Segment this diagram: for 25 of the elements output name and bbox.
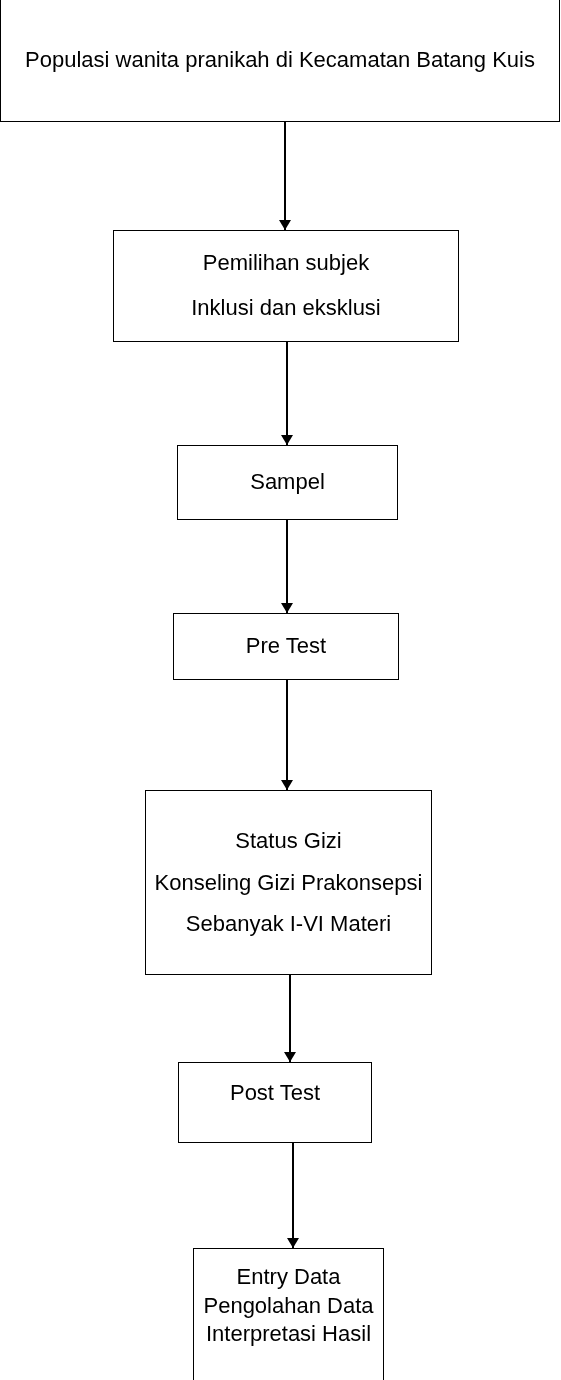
process-box <box>145 790 432 975</box>
process-box <box>0 0 560 122</box>
arrow <box>284 974 296 1063</box>
arrow <box>281 519 293 614</box>
box-text: Post Test <box>229 1079 321 1107</box>
box-text: Pre Test <box>245 632 327 661</box>
arrow <box>279 121 291 231</box>
process-box <box>177 445 398 520</box>
box-text: Pemilihan subjek <box>202 249 370 278</box>
process-box <box>178 1062 372 1143</box>
box-text: Status Gizi <box>235 827 342 855</box>
box-text: Sebanyak I-VI Materi <box>185 910 392 938</box>
box-text: Inklusi dan eksklusi <box>191 294 381 322</box>
box-text: Populasi wanita pranikah di Kecamatan Batang Kuis <box>25 46 535 75</box>
box-text: Interpretasi Hasil <box>205 1320 372 1349</box>
process-box <box>113 230 459 342</box>
arrow <box>287 1142 299 1249</box>
box-text: Konseling Gizi Prakonsepsi <box>154 868 423 897</box>
arrow <box>281 679 293 791</box>
process-box <box>193 1248 384 1380</box>
box-text: Pengolahan Data <box>203 1291 374 1320</box>
box-text: Entry Data <box>236 1263 341 1291</box>
arrow <box>281 341 293 446</box>
box-text: Sampel <box>250 468 325 496</box>
process-box <box>173 613 399 680</box>
